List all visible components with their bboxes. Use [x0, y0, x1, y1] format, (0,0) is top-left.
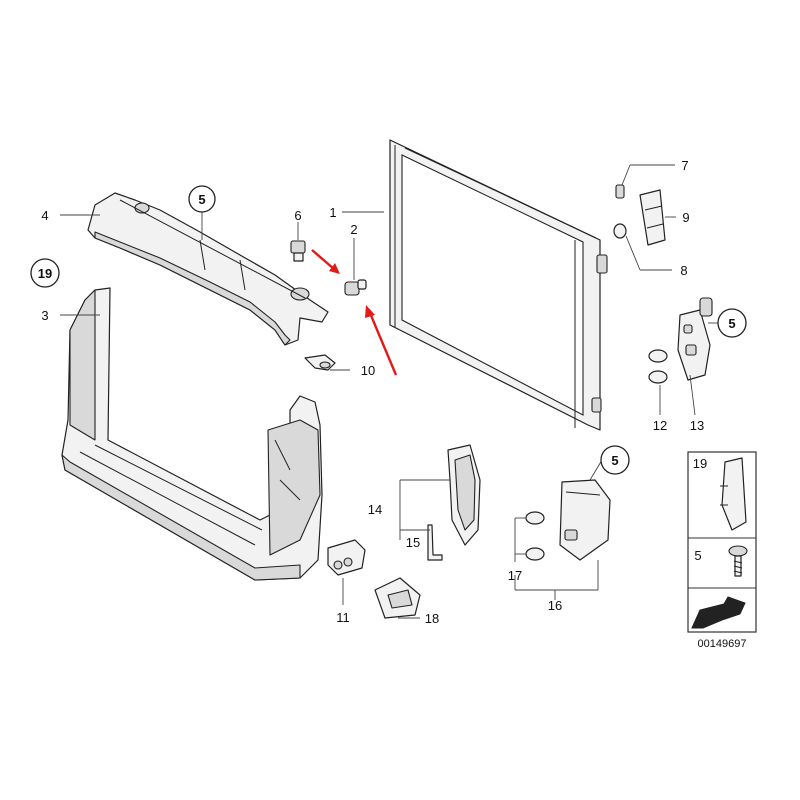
callout-5b: 5: [728, 316, 735, 331]
callout-4: 4: [41, 208, 48, 223]
part-18-bracket: [374, 577, 421, 619]
legend-panel: 19 5 00149697: [687, 451, 757, 650]
part-8-oring: [613, 223, 627, 239]
callout-19a: 19: [38, 266, 52, 281]
callout-1: 1: [329, 205, 336, 220]
callout-2: 2: [350, 222, 357, 237]
callout-18: 18: [425, 611, 439, 626]
part-14-bracket: [447, 444, 481, 546]
callout-10: 10: [361, 363, 375, 378]
highlight-arrow-2: [365, 305, 398, 376]
upper-support-bracket: [87, 192, 329, 346]
callout-circle-5a: [188, 185, 216, 213]
part-10-clip: [304, 354, 336, 371]
part-15-clip: [427, 524, 443, 561]
callout-11: 11: [336, 610, 350, 625]
callout-14: 14: [368, 502, 382, 517]
callout-12: 12: [653, 418, 667, 433]
part-11-mount: [327, 539, 366, 576]
callout-13: 13: [690, 418, 704, 433]
callout-8: 8: [680, 263, 687, 278]
callout-5a: 5: [198, 192, 205, 207]
part-17-orings: [525, 511, 545, 561]
callout-9: 9: [682, 210, 689, 225]
part-16-oil-cooler: [559, 479, 611, 561]
part-7-plug: [615, 184, 625, 199]
callout-15: 15: [406, 535, 420, 550]
callout-7: 7: [681, 158, 688, 173]
radiator: [389, 139, 608, 431]
leader-lines: [60, 164, 718, 619]
part-13-thermostat-housing: [677, 297, 713, 381]
part-12-orings: [648, 349, 668, 384]
callout-circle-5c: [600, 445, 630, 475]
legend-label-19: 19: [693, 456, 707, 471]
part-2-sensor: [344, 279, 367, 296]
callout-circle-19: [30, 258, 60, 288]
callout-3: 3: [41, 308, 48, 323]
legend-screw-icon: [728, 545, 748, 577]
radiator-support-frame: [61, 287, 323, 581]
legend-label-5: 5: [694, 548, 701, 563]
highlight-arrow-1: [311, 249, 340, 274]
callout-6: 6: [294, 208, 301, 223]
legend-bracket-icon: [720, 457, 747, 531]
callout-5c: 5: [611, 453, 618, 468]
callout-16: 16: [548, 598, 562, 613]
legend-direction-arrow-icon: [691, 596, 746, 629]
part-9-bracket: [639, 189, 666, 246]
diagram-number: 00149697: [698, 638, 747, 650]
callout-circle-5b: [717, 308, 747, 338]
callout-17: 17: [508, 568, 522, 583]
part-6-grommet: [290, 240, 306, 262]
